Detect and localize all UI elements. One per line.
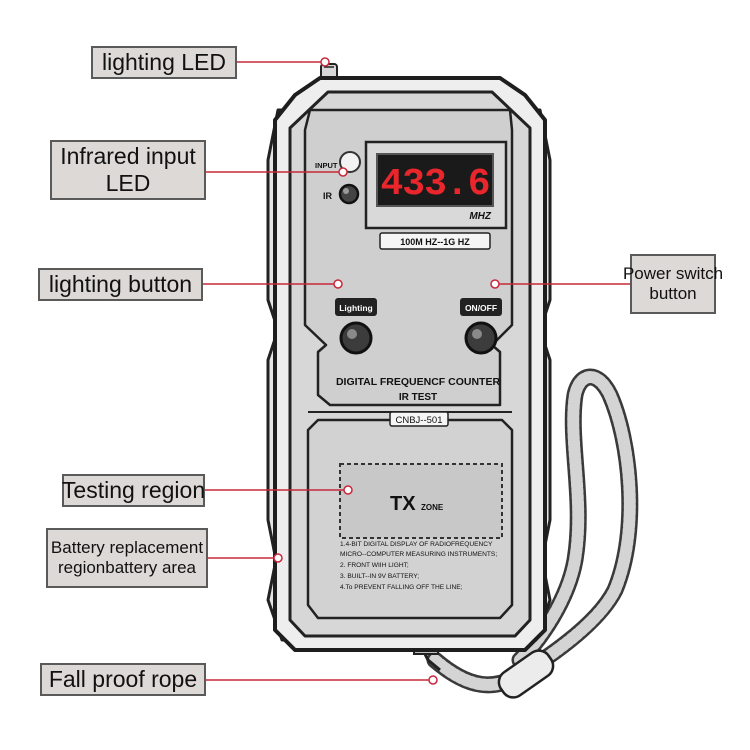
callout-infrared-input-led: Infrared input LED (50, 140, 206, 200)
display-unit: MHZ (469, 211, 492, 222)
callout-power-line1: Power switch (622, 263, 724, 283)
wrist-strap (413, 368, 639, 699)
range-label-box: 100M HZ--1G HZ (379, 232, 491, 250)
onoff-button-label: ON/OFF (465, 303, 497, 313)
model-badge: CNBJ--501 (389, 411, 449, 427)
callout-lighting-button: lighting button (38, 268, 203, 301)
callout-power-line2: button (649, 284, 697, 303)
callout-lighting-led: lighting LED (91, 46, 237, 79)
input-led (339, 151, 361, 173)
tx-zone-main: TX (390, 493, 416, 515)
device-subtitle: IR TEST (399, 392, 437, 403)
callout-battery-line2: regionbattery area (58, 558, 196, 577)
callout-lighting-led-text: lighting LED (101, 48, 227, 75)
frequency-display: 433.6 MHZ (364, 140, 508, 230)
callout-lighting-button-text: lighting button (48, 270, 193, 297)
callout-infrared-line2: LED (105, 170, 151, 196)
spec-line: 2. FRONT WIIH LIGHT; (340, 562, 409, 569)
callout-power-switch-button: Power switch button (623, 254, 723, 314)
lighting-button-label: Lighting (339, 303, 373, 313)
model-label: CNBJ--501 (396, 415, 443, 426)
callout-testing-region: Testing region (62, 474, 205, 507)
leader-lines (203, 57, 630, 685)
display-screen (376, 153, 494, 207)
callout-testing-region-text: Testing region (61, 476, 206, 503)
spec-line: 3. BUILT--IN 9V BATTERY; (340, 573, 419, 580)
device-title: DIGITAL FREQUENCF COUNTER (336, 376, 501, 388)
infrared-input-group: INPUT IR (315, 151, 361, 205)
callout-fall-proof-rope: Fall proof rope (40, 663, 206, 696)
spec-line: MICRO--COMPUTER MEASURING INSTRUMENTS; (340, 551, 497, 558)
callout-battery-area: Battery replacement regionbattery area (46, 528, 208, 588)
range-label: 100M HZ--1G HZ (400, 237, 470, 247)
input-label: INPUT (315, 161, 338, 170)
lighting-button[interactable]: Lighting (335, 298, 377, 355)
spec-line: 4.To PREVENT FALLING OFF THE LINE; (340, 584, 463, 591)
spec-line: 1.4-BIT DIGITAL DISPLAY OF RADIOFREQUENC… (340, 541, 493, 548)
spec-list: 1.4-BIT DIGITAL DISPLAY OF RADIOFREQUENC… (340, 541, 497, 591)
ir-sensor (338, 183, 360, 205)
power-switch-button[interactable]: ON/OFF (460, 298, 502, 355)
tx-zone: TX ZONE (339, 463, 503, 539)
callout-battery-line1: Battery replacement (50, 537, 204, 557)
display-value: 433.6 (380, 163, 489, 206)
ir-label: IR (323, 191, 333, 201)
callout-infrared-line1: Infrared input (60, 142, 196, 169)
callout-fall-proof-text: Fall proof rope (48, 665, 198, 692)
tx-zone-sub: ZONE (421, 503, 444, 512)
